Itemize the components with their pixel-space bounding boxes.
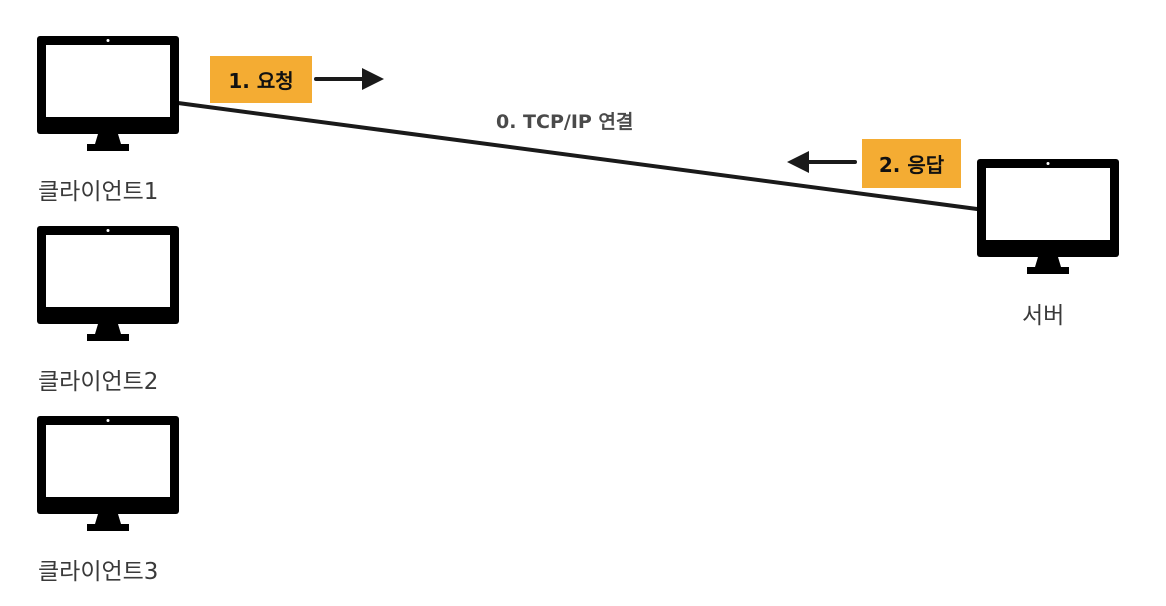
tcp-connection-line [176,101,979,211]
client-2-monitor-icon [37,226,179,342]
client-3-monitor-icon [37,416,179,532]
request-arrow-icon [314,68,384,90]
client-2-label: 클라이언트2 [38,369,159,395]
server-monitor-icon [977,159,1119,275]
response-step-box: 2. 응답 [862,139,961,188]
response-arrow-icon [787,151,857,173]
tcp-connection-label: 0. TCP/IP 연결 [496,111,634,133]
client-3-label: 클라이언트3 [38,559,159,585]
client-1-monitor-icon [37,36,179,152]
client-1-label: 클라이언트1 [38,179,159,205]
request-step-box: 1. 요청 [210,56,312,103]
server-label: 서버 [1022,303,1065,329]
